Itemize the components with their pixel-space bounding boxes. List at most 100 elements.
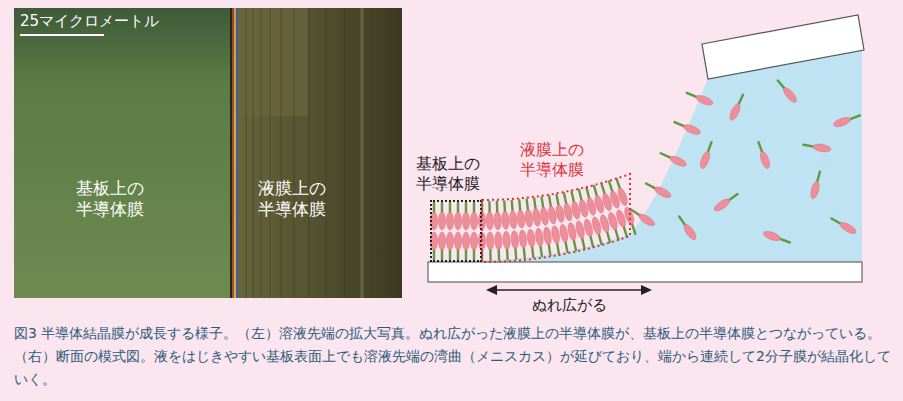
molecule-tail	[594, 186, 597, 197]
molecule-tail	[661, 153, 671, 158]
boundary-line	[236, 8, 238, 298]
molecule-head	[524, 209, 533, 228]
box-label: 基板上の 半導体膜	[414, 154, 481, 194]
molecule-tail	[519, 200, 520, 211]
molecule-tail	[646, 184, 656, 189]
blade	[702, 15, 864, 79]
molecule-tail	[759, 142, 763, 152]
molecule-head	[759, 150, 772, 169]
molecule-tail	[587, 188, 590, 199]
molecule-head	[781, 86, 798, 104]
photo-label: 基板上の 半導体膜	[74, 178, 145, 221]
molecule-head	[470, 232, 477, 250]
photo-stripes	[246, 8, 372, 298]
molecule-head	[813, 143, 832, 153]
molecule-tail	[549, 244, 551, 255]
molecule-tail	[579, 190, 582, 201]
molecule-head	[728, 102, 742, 121]
molecule-head	[527, 229, 536, 248]
molecule-tail	[617, 179, 621, 189]
molecule-head	[446, 232, 453, 250]
molecule-head	[501, 211, 509, 229]
molecule-head	[555, 204, 565, 223]
scale-label: 25マイクロメートル	[20, 12, 159, 31]
photo-left-area	[14, 8, 402, 298]
solution	[482, 50, 862, 262]
molecule-head	[462, 232, 469, 250]
molecule-head	[470, 212, 477, 230]
molecule-tail	[441, 202, 443, 213]
molecule-head	[682, 123, 701, 137]
liquid-film-box: 液膜上の 半導体膜	[482, 172, 632, 264]
molecule-tail	[582, 238, 584, 249]
molecules	[430, 80, 859, 260]
molecule-head	[462, 212, 469, 230]
molecule-tail	[599, 234, 602, 245]
molecule-tail	[465, 202, 467, 213]
molecule-tail	[687, 93, 697, 97]
boundary-line	[232, 8, 234, 298]
molecule-tail	[817, 172, 820, 183]
molecule-tail	[803, 145, 814, 147]
molecule-tail	[473, 249, 475, 260]
molecule-head	[668, 154, 687, 168]
molecule-tail	[557, 243, 559, 254]
arrow-head	[641, 285, 652, 295]
molecule-head	[454, 212, 461, 230]
molecule-tail	[615, 229, 618, 240]
curved-box-border	[482, 174, 630, 262]
molecule-tail	[632, 223, 636, 233]
molecule-head	[502, 231, 510, 249]
figure-caption: 図3 半導体結晶膜が成長する様子。（左）溶液先端の拡大写真。ぬれ広がった液膜上の…	[14, 322, 892, 391]
molecule-tail	[557, 195, 559, 206]
molecule-tail	[607, 231, 610, 242]
molecule-head	[510, 231, 519, 249]
molecule-head	[494, 212, 502, 230]
solution-body	[482, 50, 862, 262]
substrate-film-box: 基板上の 半導体膜	[430, 200, 482, 262]
molecule-head	[532, 208, 542, 227]
molecule-tail	[780, 239, 790, 243]
molecule-head	[494, 232, 502, 250]
molecule-tail	[488, 202, 491, 213]
molecule-tail	[850, 116, 860, 120]
photo-bright-stripe	[361, 8, 364, 298]
molecule-tail	[675, 122, 685, 126]
molecule-head	[682, 223, 698, 242]
boundary-line	[230, 8, 232, 298]
molecule-tail	[609, 181, 612, 191]
arrow-head	[486, 285, 497, 295]
arrow-label: ぬれ広がる	[532, 296, 607, 315]
molecule-tail	[441, 249, 443, 260]
molecule-tail	[524, 247, 525, 258]
molecule-tail	[511, 201, 514, 212]
molecule-head	[809, 180, 821, 199]
molecule-tail	[778, 80, 785, 88]
molecule-head	[695, 93, 714, 107]
molecule-tail	[549, 196, 551, 207]
molecule-head	[559, 224, 569, 243]
molecule-tail	[532, 246, 533, 257]
molecule-tail	[457, 202, 459, 213]
spread-arrow	[486, 285, 652, 295]
boundary-line	[234, 8, 236, 298]
molecule-head	[762, 230, 781, 243]
box-label: 液膜上の 半導体膜	[518, 140, 585, 180]
molecule-tail	[489, 249, 492, 260]
photo-right-area	[236, 8, 402, 298]
molecule-head	[832, 116, 851, 129]
molecule-tail	[574, 239, 576, 250]
molecule-head	[699, 150, 712, 169]
molecule-head	[713, 197, 732, 213]
molecule-tail	[457, 249, 459, 260]
molecule-tail	[503, 201, 506, 212]
molecule-head	[517, 210, 526, 229]
molecule-tail	[679, 216, 685, 225]
molecule-head	[838, 220, 857, 235]
molecule-tail	[564, 193, 566, 204]
molecule-head	[547, 206, 557, 225]
molecule-head	[519, 230, 528, 249]
photo-light-patch	[238, 8, 308, 116]
molecule-tail	[631, 210, 640, 216]
